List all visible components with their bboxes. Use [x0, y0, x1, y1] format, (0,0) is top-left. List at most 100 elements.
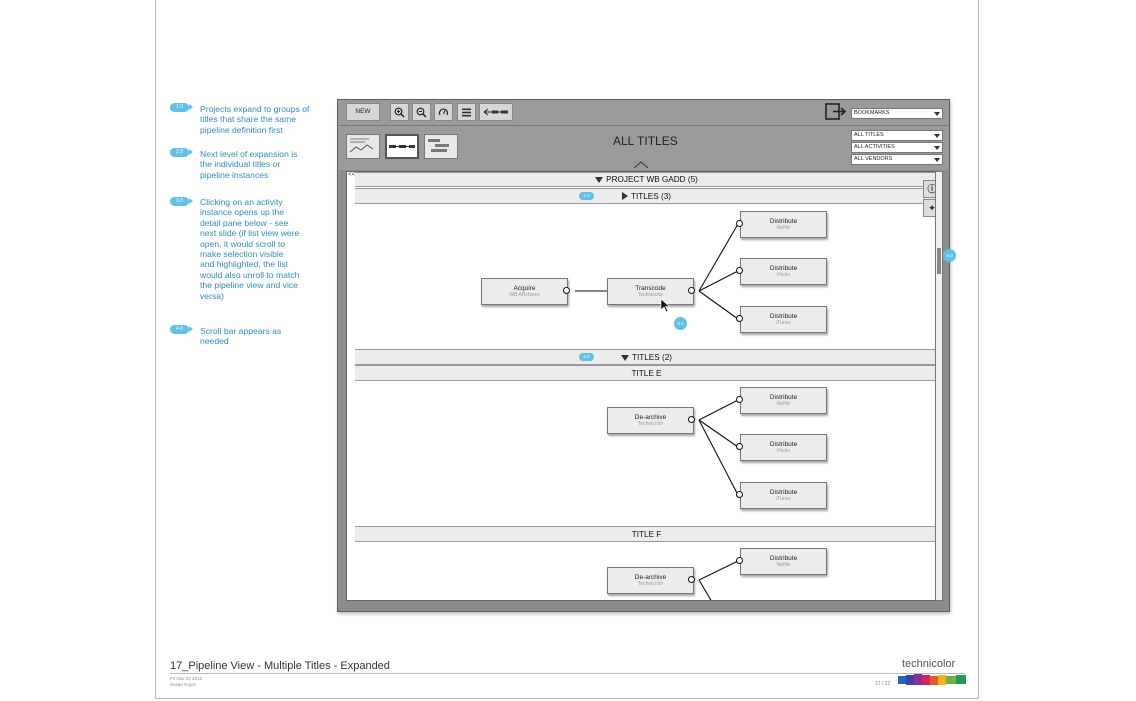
activity-title: Distribute: [769, 441, 798, 448]
pipeline-connectors: [575, 223, 739, 600]
connector-handle[interactable]: [736, 557, 743, 564]
activity-vendor: WB ARchives: [509, 292, 540, 298]
expand-down-icon: [620, 355, 629, 361]
export-icon[interactable]: [825, 103, 847, 120]
zoom-in-button[interactable]: [390, 103, 409, 121]
connector-handle[interactable]: [736, 491, 743, 498]
group-badge-1: 1.0: [579, 192, 594, 200]
new-button[interactable]: NEW: [346, 103, 380, 121]
list-icon: [462, 108, 471, 117]
slide-title: 17_Pipeline View - Multiple Titles - Exp…: [170, 660, 390, 672]
chart-view-button[interactable]: [346, 134, 380, 159]
app-window: NEW BOOKMARKS ALL TITLES ALL TITLES: [337, 99, 956, 612]
chevron-down-icon: [934, 134, 940, 138]
titles-filter-dropdown[interactable]: ALL TITLES: [851, 130, 943, 141]
title-e-bar[interactable]: TITLE E: [355, 365, 938, 381]
annotation-badge-4: 4.0: [170, 325, 193, 334]
chevron-down-icon: [934, 146, 940, 150]
activity-vendor: Hoolu: [776, 272, 791, 278]
gantt-view-icon: [428, 139, 449, 152]
chart-view-icon: [349, 138, 374, 153]
gauge-icon: [438, 108, 449, 116]
annotation-text-2: Next level of expansion is the individua…: [200, 149, 298, 180]
connector-handle[interactable]: [736, 443, 743, 450]
footer-meta: Fri Nov 02 2012 Susan Gojon: [170, 676, 202, 687]
project-bar[interactable]: PROJECT WB GADD (5): [355, 172, 938, 187]
title-f-bar[interactable]: TITLE F: [355, 526, 938, 542]
technicolor-logo-icon: [898, 674, 966, 685]
chevron-down-icon: [934, 112, 940, 116]
vendors-filter-dropdown[interactable]: ALL VENDORS: [851, 154, 943, 165]
pipeline-view-button[interactable]: [385, 134, 419, 159]
footer-author: Susan Gojon: [170, 681, 197, 687]
annotation-text-4: Scroll bar appears as needed: [200, 326, 282, 347]
pipeline-view-icon: [389, 145, 415, 148]
footer-divider: [170, 673, 965, 674]
activities-filter-label: ALL ACTIVITIES: [854, 144, 895, 150]
connector-handle[interactable]: [736, 220, 743, 227]
titles-filter-label: ALL TITLES: [854, 132, 884, 138]
activity-title: Distribute: [769, 265, 798, 272]
fit-view-button[interactable]: [434, 103, 453, 121]
activity-vendor: Technicolor: [637, 581, 664, 587]
connector-handle[interactable]: [736, 267, 743, 274]
activity-vendor: Netflix: [776, 562, 791, 568]
toolbar: NEW BOOKMARKS: [338, 100, 949, 126]
scroll-badge: 4.0: [943, 249, 956, 262]
vendors-filter-label: ALL VENDORS: [854, 156, 893, 162]
annotation-badge-2: 2.0: [170, 148, 193, 157]
connector-handle[interactable]: [688, 576, 695, 583]
title-caret-icon: [634, 161, 648, 168]
connector-handle[interactable]: [563, 287, 570, 294]
activity-vendor: Hoolu: [776, 448, 791, 454]
pipeline-layout-button[interactable]: [479, 103, 513, 121]
group-badge-2: 2.0: [579, 353, 594, 361]
activities-filter-dropdown[interactable]: ALL ACTIVITIES: [851, 142, 943, 153]
bookmarks-label: BOOKMARKS: [854, 110, 890, 116]
connector-handle[interactable]: [688, 287, 695, 294]
activity-title: Transcode: [635, 285, 666, 292]
info-icon: ⓘ: [927, 184, 937, 194]
footer-date: Fri Nov 02 2012: [170, 676, 203, 681]
mouse-pointer-icon: [660, 298, 671, 313]
collapse-panel-icon[interactable]: <<: [348, 172, 356, 178]
zoom-out-icon: [416, 107, 427, 118]
technicolor-logo-text: technicolor: [902, 658, 956, 670]
connector-handle[interactable]: [736, 315, 743, 322]
activity-vendor: Technicolor: [637, 421, 664, 427]
gantt-view-button[interactable]: [424, 134, 458, 159]
zoom-out-button[interactable]: [412, 103, 431, 121]
activity-title: Distribute: [769, 489, 798, 496]
view-header: ALL TITLES ALL TITLES ALL ACTIVITIES ALL…: [338, 126, 949, 170]
vertical-scrollbar[interactable]: [935, 171, 943, 601]
activity-title: De-archive: [634, 574, 667, 581]
zoom-in-icon: [394, 107, 405, 118]
activity-title: Acquire: [513, 285, 536, 292]
pipeline-pane: << PROJECT WB GADD (5) TITLES (3) 1.0 TI…: [346, 171, 943, 601]
list-view-button[interactable]: [457, 103, 476, 121]
expand-right-icon: [621, 192, 628, 200]
page-title: ALL TITLES: [613, 134, 678, 148]
titles-group-bar-2[interactable]: TITLES (2): [355, 349, 938, 365]
titles-group-bar-1[interactable]: TITLES (3): [355, 188, 938, 204]
scrollbar-thumb[interactable]: [937, 248, 941, 274]
connector-handle[interactable]: [736, 396, 743, 403]
pipeline-icon: [483, 108, 508, 116]
titles-group-label-2: TITLES (2): [631, 353, 673, 362]
connector-handle[interactable]: [688, 416, 695, 423]
title-f-label: TITLE F: [631, 530, 662, 539]
bookmarks-dropdown[interactable]: BOOKMARKS: [851, 108, 943, 119]
compass-icon: ✦: [928, 203, 936, 213]
annotation-text-3: Clicking on an activity instance opens u…: [200, 197, 300, 301]
